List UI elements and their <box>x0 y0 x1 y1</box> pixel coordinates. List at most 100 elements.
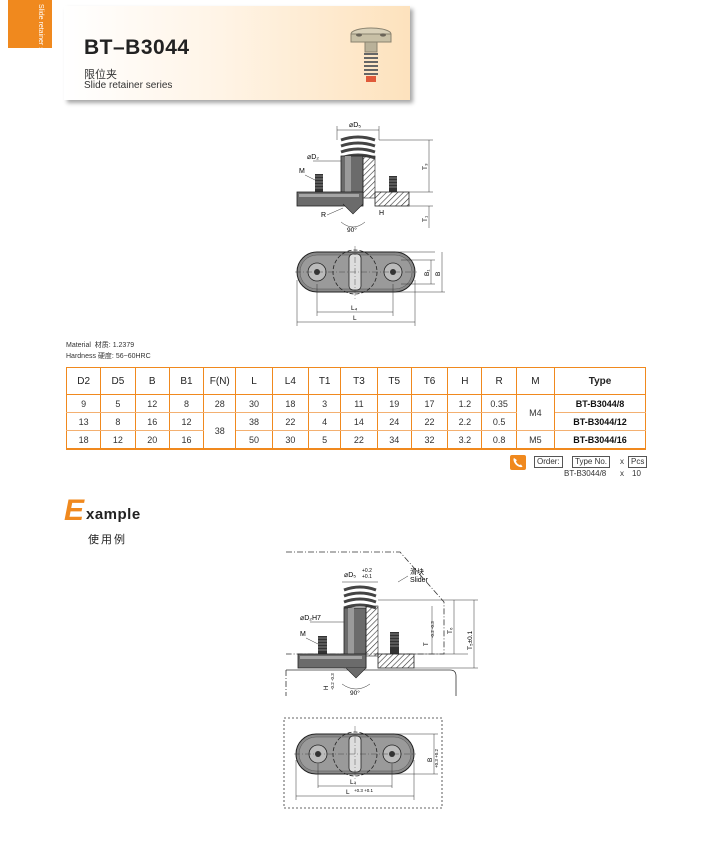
cell-type: BT-B3044/12 <box>554 412 646 431</box>
cell-t3: 14 <box>340 412 378 431</box>
cell-t1: 5 <box>308 430 342 450</box>
order-pcs: Pcs <box>628 456 648 468</box>
spec-table: D2 D5 B B1 F(N) L L4 T1 T3 T5 T6 H R M T… <box>65 367 646 450</box>
label-d2: ⌀D₂ <box>307 154 319 161</box>
label-slider-en: Slider <box>410 577 429 584</box>
order-x2: x <box>620 469 624 478</box>
example-heading-cn: 使用例 <box>88 534 127 546</box>
order-example-type: BT-B3044/8 <box>564 469 607 478</box>
label-slider-cn: 滑块 <box>410 567 424 576</box>
cell-d5: 5 <box>100 394 136 413</box>
phone-icon <box>510 455 526 470</box>
cell-r: 0.8 <box>481 430 517 450</box>
label-b-tol: B <box>427 758 434 762</box>
base-plate-right <box>374 191 410 207</box>
material-value: 1.2379 <box>112 342 135 349</box>
cell-t1: 4 <box>308 412 342 431</box>
cell-b1: 12 <box>168 412 205 431</box>
label-t-tol-vals: -0.2 -0.3 <box>430 621 435 638</box>
cell-t1: 3 <box>308 394 342 413</box>
col-header: B <box>134 367 170 395</box>
cell-t5: 19 <box>376 394 412 413</box>
cell-t5: 34 <box>376 430 412 450</box>
page-title: BT–B3044 <box>84 36 190 59</box>
label-l4: L₄ <box>350 779 357 786</box>
col-header: T6 <box>410 367 449 395</box>
label-t-tol: T <box>424 642 430 646</box>
label-d5-tol: ⌀D₅ <box>344 572 356 579</box>
label-d5-tol-top: +0.2 <box>362 568 372 574</box>
order-x1: x <box>620 457 624 466</box>
cell-r: 0.5 <box>481 412 517 431</box>
col-header: T3 <box>340 367 378 395</box>
material-label-cn: 材质: <box>94 342 111 349</box>
label-l-tol: L <box>346 789 350 796</box>
col-header: D5 <box>100 367 136 395</box>
cell-h: 2.2 <box>447 412 483 431</box>
hardness-label: Hardness <box>66 353 96 360</box>
example-heading: xample <box>86 506 141 523</box>
cell-d5: 12 <box>100 430 136 450</box>
label-d5: ⌀D₅ <box>349 122 361 129</box>
cell-b1: 16 <box>168 430 205 450</box>
cell-l: 50 <box>235 430 273 450</box>
col-header: H <box>447 367 483 395</box>
cell-t6: 22 <box>410 412 449 431</box>
example-plan-view-drawing: B +0.3 +0.2 L₄ L +0.3 +0.1 <box>283 717 443 809</box>
cell-b: 12 <box>134 394 170 413</box>
cell-r: 0.35 <box>481 394 517 413</box>
cell-b: 20 <box>134 430 170 450</box>
side-tab: Slide retainer series <box>8 0 52 66</box>
label-b-tol-vals: +0.3 +0.2 <box>434 748 439 768</box>
order-example-qty: 10 <box>632 469 641 478</box>
slider-outline <box>286 551 445 655</box>
subtitle-chinese: 限位夹 <box>84 69 117 81</box>
label-m: M <box>299 168 305 175</box>
spring <box>340 135 376 160</box>
col-header: M <box>515 367 556 395</box>
table-header-row: D2 D5 B B1 F(N) L L4 T1 T3 T5 T6 H R M T… <box>65 367 646 395</box>
example-heading-letter: E <box>64 494 85 527</box>
screw-left <box>318 636 327 656</box>
cell-l4: 18 <box>271 394 310 413</box>
hardness-label-cn: 硬度: <box>97 353 114 360</box>
label-l4: L₄ <box>351 305 358 312</box>
col-header: R <box>481 367 517 395</box>
label-r: R <box>321 212 326 219</box>
col-header: L4 <box>271 367 310 395</box>
cell-l4: 22 <box>271 412 310 431</box>
label-b1: B₁ <box>424 269 431 276</box>
cell-t3: 22 <box>340 430 378 450</box>
label-t6: T₆ <box>447 627 454 634</box>
cell-t6: 32 <box>410 430 449 450</box>
label-t5-tol: T₅±0.1 <box>467 630 474 650</box>
label-m: M <box>300 631 306 638</box>
col-header: T1 <box>308 367 342 395</box>
base-plate-right <box>377 653 415 669</box>
label-h: H <box>379 210 384 217</box>
table-row: 18 12 20 16 50 30 5 22 34 32 3.2 0.8 M5 … <box>65 430 646 450</box>
header-banner: BT–B3044 限位夹 Slide retainer series <box>64 6 410 100</box>
label-d5-tol-bot: +0.1 <box>362 574 372 580</box>
cell-h: 3.2 <box>447 430 483 450</box>
spring <box>343 585 377 610</box>
cell-b: 16 <box>134 412 170 431</box>
order-label: Order: <box>534 456 563 468</box>
label-angle: 90° <box>350 689 360 697</box>
cell-type: BT-B3044/16 <box>554 430 646 450</box>
hardness-line: Hardness 硬度: 56~60HRC <box>66 351 151 361</box>
cell-l4: 30 <box>271 430 310 450</box>
cell-d5: 8 <box>100 412 136 431</box>
label-h-tol: H <box>324 686 330 690</box>
plan-view-drawing: B₁ B L₄ L <box>295 246 445 326</box>
cell-m-merged: M4 <box>515 394 556 431</box>
label-d2h7: ⌀D₂H7 <box>300 615 321 622</box>
table-row: 9 5 12 8 28 30 18 3 11 19 17 1.2 0.35 M4… <box>65 394 646 431</box>
subtitle-english: Slide retainer series <box>84 80 173 91</box>
label-b: B <box>435 272 442 276</box>
cell-d2: 9 <box>65 394 102 413</box>
side-tab-label: Slide retainer series <box>37 4 44 66</box>
label-angle: 90° <box>347 226 357 234</box>
cell-d2: 18 <box>65 430 102 450</box>
label-l-tol-vals: +0.3 +0.1 <box>354 788 374 793</box>
